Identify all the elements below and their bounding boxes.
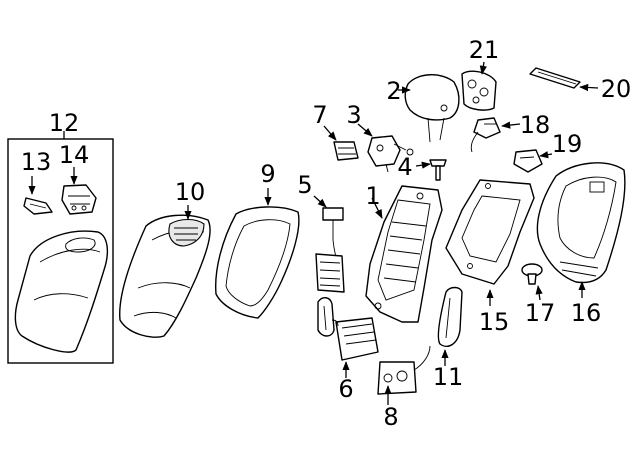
callout-2: 2 bbox=[386, 77, 401, 105]
callout-5: 5 bbox=[297, 171, 312, 199]
part-5-sensor-module bbox=[315, 207, 345, 293]
callout-4: 4 bbox=[397, 153, 412, 181]
callout-21: 21 bbox=[469, 36, 500, 64]
leader-7 bbox=[323, 125, 337, 141]
part-8-switch bbox=[377, 345, 431, 395]
callout-12: 12 bbox=[49, 109, 80, 137]
part-1-backrest-frame bbox=[365, 185, 443, 323]
leader-21 bbox=[479, 61, 487, 75]
callout-18: 18 bbox=[520, 111, 551, 139]
callout-13: 13 bbox=[21, 148, 52, 176]
leader-1 bbox=[371, 197, 383, 219]
callout-9: 9 bbox=[260, 160, 275, 188]
callout-17: 17 bbox=[525, 299, 556, 327]
callout-16: 16 bbox=[571, 299, 602, 327]
callout-1: 1 bbox=[365, 182, 380, 210]
leader-4 bbox=[415, 161, 431, 169]
callout-7: 7 bbox=[312, 101, 327, 129]
part-13-clip bbox=[23, 197, 53, 215]
callout-6: 6 bbox=[338, 375, 353, 403]
part-14-bracket bbox=[61, 184, 97, 215]
part-20-trim-strip bbox=[529, 67, 581, 89]
part-11-side-trim bbox=[437, 286, 463, 348]
callout-19: 19 bbox=[552, 130, 583, 158]
callout-10: 10 bbox=[175, 178, 206, 206]
callout-3: 3 bbox=[346, 101, 361, 129]
part-19-clip bbox=[513, 149, 543, 173]
leader-17 bbox=[535, 285, 543, 301]
leader-5 bbox=[313, 195, 327, 208]
callout-14: 14 bbox=[59, 141, 90, 169]
callout-20: 20 bbox=[601, 75, 632, 103]
callout-11: 11 bbox=[433, 363, 464, 391]
part-6-lumbar-support bbox=[317, 297, 379, 361]
part-3-valve-block bbox=[367, 135, 414, 173]
callout-8: 8 bbox=[383, 403, 398, 431]
part-2-headrest bbox=[404, 74, 460, 143]
part-9-backrest-panel bbox=[214, 206, 300, 319]
part-10-backrest-cushion bbox=[119, 214, 211, 338]
group-box-12 bbox=[7, 138, 114, 364]
part-12-seat-pad bbox=[14, 230, 109, 353]
part-16-back-cover bbox=[536, 162, 626, 284]
leader-20 bbox=[579, 83, 599, 92]
callout-15: 15 bbox=[479, 308, 510, 336]
part-21-control-panel bbox=[461, 70, 497, 111]
part-15-rear-frame bbox=[445, 179, 535, 285]
part-7-module bbox=[333, 141, 359, 161]
leader-19 bbox=[539, 151, 553, 159]
part-17-fastener bbox=[521, 263, 543, 285]
leader-3 bbox=[357, 123, 373, 137]
part-18-bracket bbox=[470, 117, 501, 153]
part-4-pin bbox=[429, 159, 447, 181]
leader-18 bbox=[501, 121, 521, 129]
